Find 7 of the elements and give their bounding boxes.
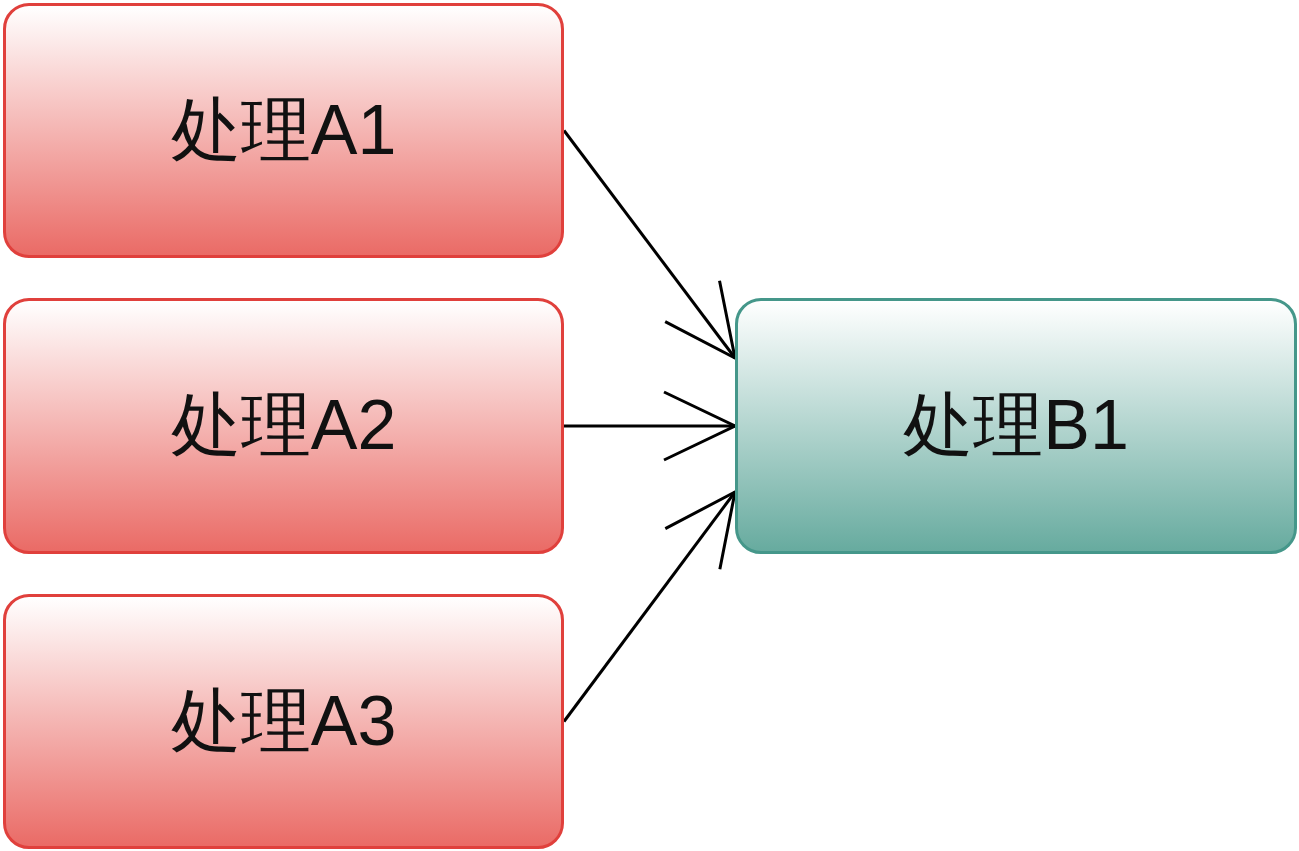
process-box: 处理B1	[735, 298, 1297, 554]
process-box: 处理A3	[3, 594, 564, 849]
arrow	[562, 129, 737, 360]
arrow	[564, 390, 737, 462]
arrow	[562, 490, 737, 723]
process-box: 处理A1	[3, 3, 564, 258]
process-box: 处理A2	[3, 298, 564, 554]
